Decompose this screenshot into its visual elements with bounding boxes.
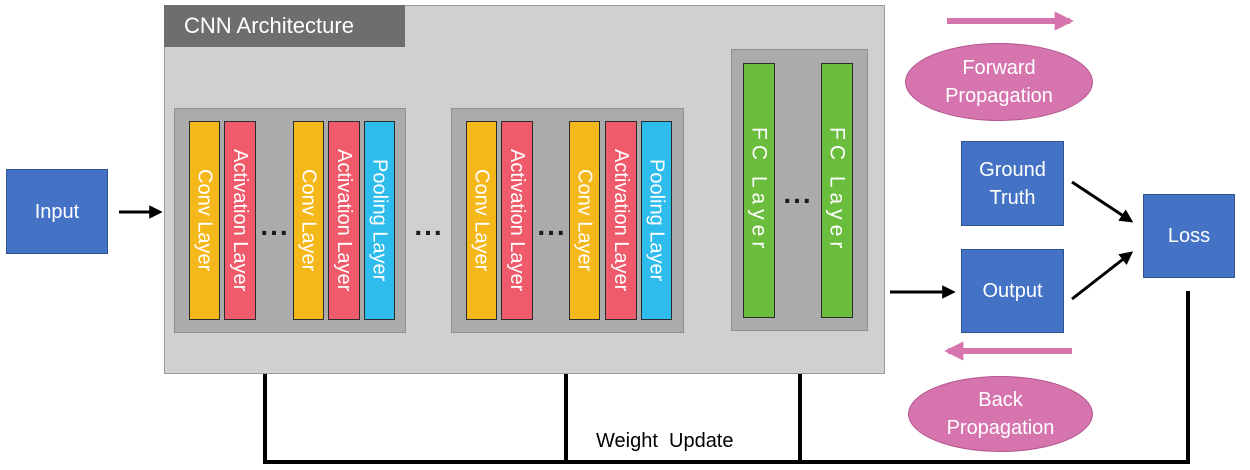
loss-node: Loss	[1143, 194, 1235, 278]
output-node: Output	[961, 249, 1064, 333]
activation-layer: Activation Layer	[605, 121, 637, 320]
pooling-layer: Pooling Layer	[364, 121, 395, 320]
back-propagation-label: Back Propagation	[908, 376, 1093, 452]
cnn-architecture-title: CNN Architecture	[164, 5, 405, 47]
activation-layer: Activation Layer	[501, 121, 533, 320]
fc-layer: FC Layer	[821, 63, 853, 318]
output-to-loss-arrow	[1071, 251, 1134, 301]
input-node: Input	[6, 169, 108, 254]
activation-layer: Activation Layer	[328, 121, 360, 320]
conv-layer: Conv Layer	[189, 121, 220, 320]
ground-truth-to-loss-arrow	[1071, 180, 1134, 223]
ground-truth-node: Ground Truth	[961, 141, 1064, 226]
weight-update-line	[256, 291, 1190, 464]
block2-ellipsis: ...	[537, 210, 567, 241]
block1-ellipsis: ...	[260, 210, 290, 241]
weight-update-label: Weight Update	[596, 430, 734, 452]
pooling-layer: Pooling Layer	[641, 121, 672, 320]
conv-layer: Conv Layer	[466, 121, 497, 320]
conv-layer: Conv Layer	[569, 121, 600, 320]
fc-layer: FC Layer	[743, 63, 775, 318]
activation-layer: Activation Layer	[224, 121, 256, 320]
fc-ellipsis: ...	[783, 178, 813, 209]
between-blocks-ellipsis: ...	[414, 210, 444, 241]
input-label: Input	[34, 200, 80, 223]
conv-layer: Conv Layer	[293, 121, 324, 320]
forward-propagation-label: Forward Propagation	[905, 43, 1093, 121]
